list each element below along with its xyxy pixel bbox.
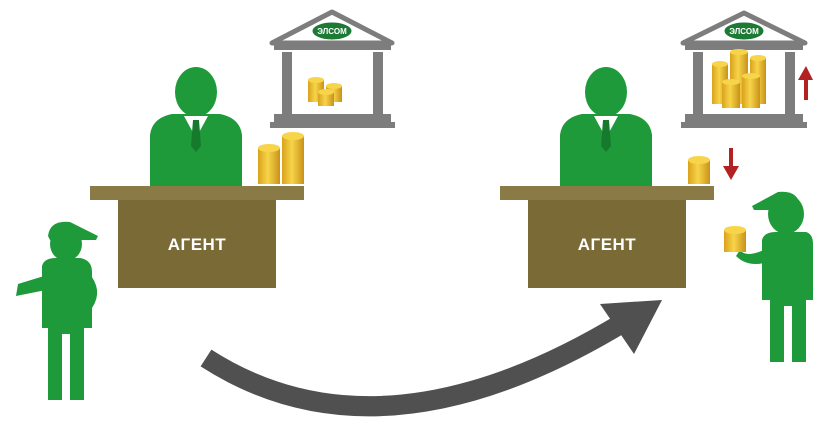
coin-stack-icon [258,132,304,184]
person-cap-icon [16,221,98,400]
coin-stack-icon [724,226,746,252]
bank-building-icon: ЭЛСОМ [269,9,395,128]
coin-stack-icon [712,49,766,108]
person-cap-icon [736,191,813,362]
desk-label: АГЕНТ [168,235,227,254]
agent-desk: АГЕНТ [500,186,714,288]
bank-logo-text: ЭЛСОМ [317,27,347,36]
coin-stack-icon [308,77,342,106]
bank-logo-text: ЭЛСОМ [729,27,759,36]
coin-stack-icon [688,156,710,184]
curved-arrow-icon [200,300,662,417]
scene-left: ЭЛСОМ [16,9,395,400]
red-down-arrow-icon [723,148,739,180]
person-suit-icon [560,67,652,190]
scene-right: ЭЛСОМ [500,10,813,362]
bank-building-icon: ЭЛСОМ [680,10,808,128]
agent-desk: АГЕНТ [90,186,304,288]
desk-label: АГЕНТ [578,235,637,254]
red-up-arrow-icon [798,66,813,100]
person-suit-icon [150,67,242,190]
